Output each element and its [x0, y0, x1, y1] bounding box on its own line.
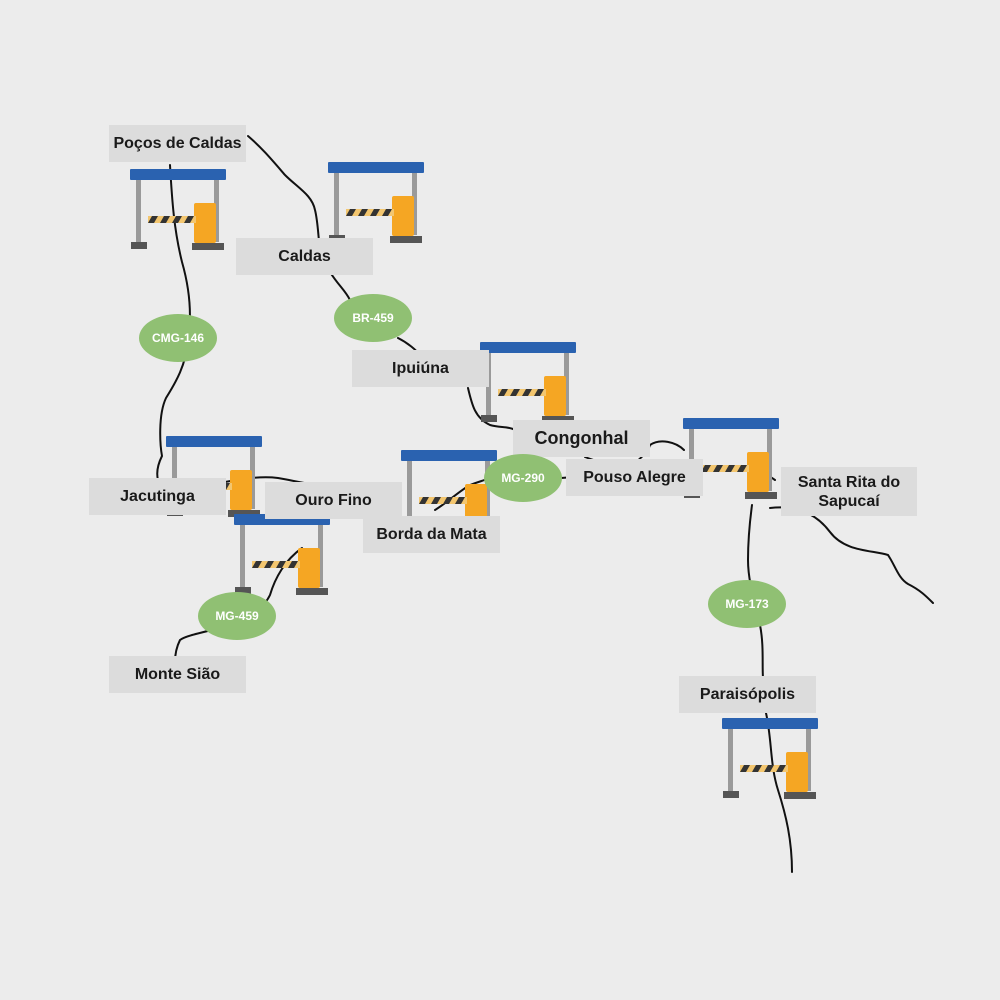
highway-badge-br-459: BR-459 — [334, 294, 412, 342]
city-label-pouso-alegre: Pouso Alegre — [566, 459, 703, 496]
highway-badge-mg-173: MG-173 — [708, 580, 786, 628]
road-santarita-east — [769, 506, 934, 604]
city-label-congonhal: Congonhal — [513, 420, 650, 457]
road-ipuiuna-congonhal — [467, 387, 516, 431]
city-label-jacutinga: Jacutinga — [89, 478, 226, 515]
highway-badge-mg-290: MG-290 — [484, 454, 562, 502]
city-label-monte-siao: Monte Sião — [109, 656, 246, 693]
toll-gate-icon — [234, 514, 330, 595]
city-label-santa-rita-do-sapucai: Santa Rita do Sapucaí — [781, 467, 917, 516]
highway-badge-cmg-146: CMG-146 — [139, 314, 217, 362]
toll-gate-icon — [480, 342, 576, 423]
toll-gate-icon — [328, 162, 424, 243]
road-pocos-caldas — [247, 135, 321, 251]
city-label-ouro-fino: Ouro Fino — [265, 482, 402, 519]
toll-gate-icon — [401, 450, 497, 531]
city-label-borda-da-mata: Borda da Mata — [363, 516, 500, 553]
city-label-pocos-de-caldas: Poços de Caldas — [109, 125, 246, 162]
city-label-caldas: Caldas — [236, 238, 373, 275]
toll-gate-icon — [722, 718, 818, 799]
city-label-ipuiuna: Ipuiúna — [352, 350, 489, 387]
city-label-paraisopolis: Paraisópolis — [679, 676, 816, 713]
highway-badge-mg-459: MG-459 — [198, 592, 276, 640]
toll-gate-icon — [130, 169, 226, 250]
